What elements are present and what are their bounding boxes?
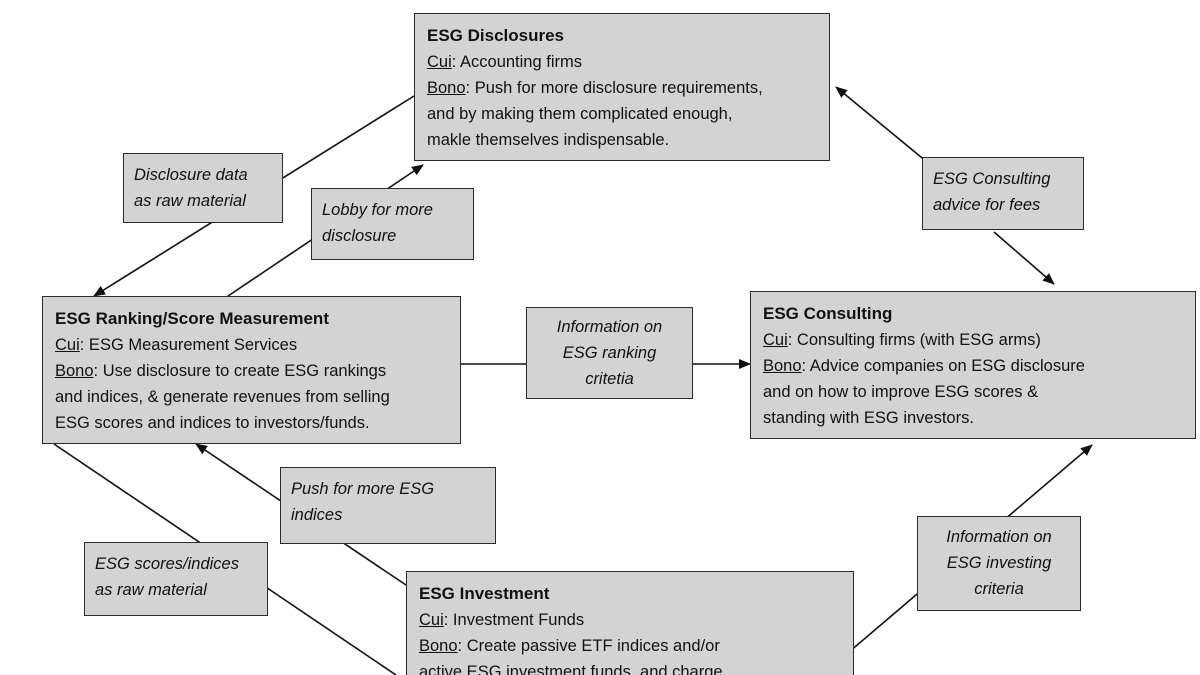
label-line: indices [291,506,343,524]
bono-text: and indices, & generate revenues from se… [55,388,390,406]
node-title: ESG Investment [419,584,550,603]
node-esg-consulting: ESG Consulting Cui: Consulting firms (wi… [750,291,1196,439]
cui-label: Cui [419,611,444,629]
label-line: Push for more ESG [291,480,435,498]
bono-text: : Advice companies on ESG disclosure [801,357,1085,375]
label-line: disclosure [322,227,397,245]
cui-label: Cui [427,53,452,71]
node-title: ESG Consulting [763,304,893,323]
edge-label-ranking-info: Information on ESG ranking critetia [526,307,693,399]
label-line: ESG ranking [562,344,657,362]
node-title: ESG Ranking/Score Measurement [55,309,329,328]
cui-text: : Accounting firms [451,53,582,71]
label-line: as raw material [134,192,246,210]
node-esg-ranking: ESG Ranking/Score Measurement Cui: ESG M… [42,296,461,444]
label-line: ESG Consulting [933,170,1051,188]
bono-text: makle themselves indispensable. [427,131,670,149]
cui-text: : Consulting firms (with ESG arms) [787,331,1041,349]
bono-label: Bono [55,362,94,380]
label-line: Lobby for more [322,201,433,219]
node-esg-disclosures: ESG Disclosures Cui: Accounting firms Bo… [414,13,830,161]
cui-text: : Investment Funds [443,611,585,629]
cui-text: : ESG Measurement Services [79,336,298,354]
label-line: Disclosure data [134,166,248,184]
edge-label-investing-info: Information on ESG investing criteria [917,516,1081,611]
cui-label: Cui [763,331,788,349]
bono-text: active ESG investment funds, and charge [419,663,723,675]
label-line: advice for fees [933,196,1041,214]
label-line: criteria [974,580,1024,598]
node-esg-investment: ESG Investment Cui: Investment Funds Bon… [406,571,854,675]
bono-label: Bono [427,79,466,97]
bono-text: standing with ESG investors. [763,409,974,427]
bono-text: and by making them complicated enough, [427,105,733,123]
edge-label-consulting-advice: ESG Consulting advice for fees [922,157,1084,230]
bono-label: Bono [419,637,458,655]
bono-text: : Create passive ETF indices and/or [457,637,720,655]
node-title: ESG Disclosures [427,26,565,45]
label-line: critetia [585,370,634,388]
edge-label-disclosure-data: Disclosure data as raw material [123,153,283,223]
bono-text: and on how to improve ESG scores & [763,383,1039,401]
label-line: Information on [946,528,1052,546]
bono-text: : Use disclosure to create ESG rankings [93,362,387,380]
edge-label-lobby: Lobby for more disclosure [311,188,474,260]
edge-consulting-advice-down [993,231,1055,285]
edge-label-push-indices: Push for more ESG indices [280,467,496,544]
label-line: Information on [556,318,663,336]
bono-text: ESG scores and indices to investors/fund… [55,414,370,432]
label-line: ESG investing [946,554,1052,572]
edge-label-scores-raw: ESG scores/indices as raw material [84,542,268,616]
cui-label: Cui [55,336,80,354]
label-line: as raw material [95,581,207,599]
label-line: ESG scores/indices [95,555,239,573]
bono-label: Bono [763,357,802,375]
bono-text: : Push for more disclosure requirements, [465,79,763,97]
